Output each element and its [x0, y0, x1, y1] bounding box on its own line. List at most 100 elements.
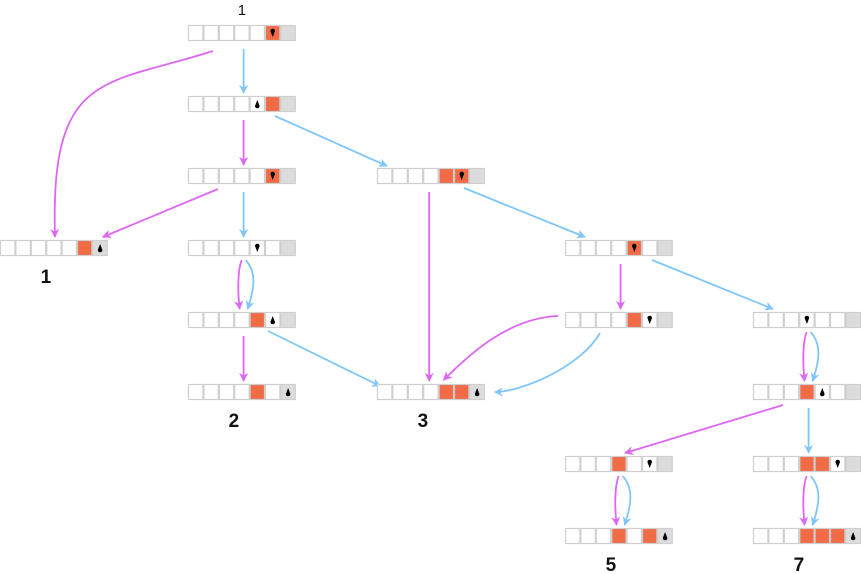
tape-cell-filled: [799, 455, 815, 473]
tape-cell-filled: [249, 383, 266, 401]
tape-cell-empty: [234, 95, 250, 113]
tape-cell-empty: [564, 455, 581, 473]
tape-cell-empty: [580, 311, 596, 329]
edge-blue: [274, 115, 388, 167]
tape-cell-end: [280, 239, 296, 257]
tape-cell-empty: [423, 383, 439, 401]
head-icon: [835, 459, 840, 468]
edge-blue: [493, 332, 601, 397]
edge-magenta: [442, 315, 559, 381]
tape-cell-empty: [187, 383, 204, 401]
tape-cell-filled: [641, 527, 658, 545]
tape-cell-empty: [611, 239, 627, 257]
tape-cell-empty: [564, 239, 581, 257]
tape-cell-empty: [580, 239, 596, 257]
tape-cell-empty: [218, 167, 235, 185]
edges-layer: [50, 49, 820, 526]
nodes-layer: [0, 24, 861, 545]
node-top-label: 1: [238, 2, 246, 19]
tape-cell-empty: [783, 527, 800, 545]
tape-cell-empty: [264, 239, 281, 257]
tape-node: [187, 383, 296, 401]
tape-cell-end: [845, 383, 861, 401]
tape-cell-empty: [203, 239, 219, 257]
tape-cell-empty: [187, 95, 204, 113]
tape-node: [187, 311, 296, 329]
edge-blue: [267, 330, 381, 387]
head-icon: [850, 532, 856, 541]
head-icon: [647, 459, 652, 468]
tape-cell-empty: [392, 167, 408, 185]
tape-cell-filled: [76, 239, 93, 257]
tape-cell-empty: [61, 239, 78, 257]
tape-cell-end: [657, 311, 673, 329]
node-bottom-label: 5: [606, 555, 617, 574]
tape-cell-end: [280, 311, 296, 329]
tape-cell-empty: [376, 167, 393, 185]
tape-node: [752, 527, 861, 545]
tape-cell-end: [469, 167, 485, 185]
tape-node: [564, 239, 673, 257]
tape-cell-filled: [799, 527, 815, 545]
tape-cell-empty: [783, 383, 800, 401]
tape-node: [564, 311, 673, 329]
tape-cell-empty: [768, 383, 784, 401]
tape-cell-empty: [814, 311, 831, 329]
tape-cell-empty: [407, 383, 424, 401]
tape-cell-empty: [218, 239, 235, 257]
tape-cell-empty: [626, 455, 643, 473]
tape-cell-empty: [580, 455, 596, 473]
tape-cell-empty: [611, 311, 627, 329]
head-icon: [662, 532, 668, 541]
tape-cell-end: [280, 24, 296, 42]
edge-blue: [809, 475, 820, 526]
tape-cell-filled: [829, 527, 846, 545]
head-icon: [255, 243, 260, 252]
tape-cell-empty: [234, 383, 250, 401]
tape-node: [376, 383, 485, 401]
edge-magenta: [799, 331, 809, 382]
tape-cell-empty: [0, 239, 16, 257]
tape-cell-filled: [453, 383, 470, 401]
tape-cell-filled: [626, 311, 643, 329]
tape-cell-empty: [829, 311, 846, 329]
tape-cell-empty: [595, 239, 612, 257]
head-icon: [270, 171, 275, 180]
tape-cell-empty: [15, 239, 31, 257]
tape-cell-empty: [752, 527, 769, 545]
tape-cell-empty: [234, 311, 250, 329]
head-icon: [632, 243, 637, 252]
head-icon: [270, 316, 275, 325]
tape-cell-empty: [407, 167, 424, 185]
tape-cell-empty: [234, 24, 250, 42]
head-icon: [474, 388, 480, 397]
tape-cell-end: [280, 167, 296, 185]
tape-cell-empty: [626, 527, 643, 545]
head-icon: [804, 315, 810, 324]
tape-cell-empty: [641, 239, 658, 257]
edge-magenta: [234, 259, 244, 310]
tape-cell-empty: [829, 383, 846, 401]
tape-cell-empty: [203, 24, 219, 42]
tape-node: [752, 455, 861, 473]
node-bottom-label: 7: [794, 555, 805, 574]
tape-cell-empty: [564, 311, 581, 329]
tape-node: [376, 167, 485, 185]
edge-magenta: [799, 475, 809, 526]
tape-node: [187, 95, 296, 113]
tape-cell-empty: [203, 167, 219, 185]
tape-cell-filled: [264, 95, 281, 113]
tape-cell-end: [280, 95, 296, 113]
edge-magenta: [611, 475, 621, 526]
tape-cell-empty: [264, 383, 281, 401]
tape-cell-end: [845, 455, 861, 473]
edge-magenta: [50, 50, 214, 238]
tape-cell-empty: [564, 527, 581, 545]
tape-cell-filled: [814, 527, 831, 545]
tape-cell-empty: [752, 311, 769, 329]
tape-cell-empty: [203, 95, 219, 113]
tape-cell-empty: [392, 383, 408, 401]
tape-node: [187, 167, 296, 185]
